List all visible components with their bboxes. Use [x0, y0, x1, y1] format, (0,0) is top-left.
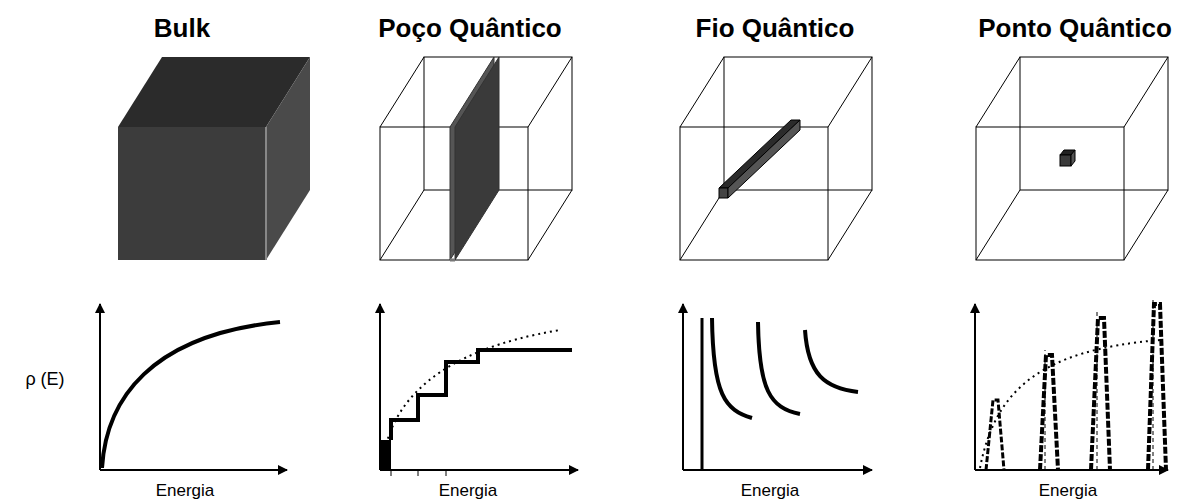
axis-label: Energia [156, 482, 215, 501]
axis-label: ρ (E) [25, 370, 64, 390]
dos-steps [381, 330, 572, 476]
axes [100, 304, 1168, 470]
panel-heading: Poço Quântico [378, 14, 561, 43]
axis-label: Energia [741, 482, 800, 501]
dos-peaks [702, 318, 858, 470]
dos-deltas [980, 300, 1166, 470]
quantum-dot-cube [976, 57, 1168, 260]
axis-label: Energia [439, 482, 498, 501]
dos-curve [102, 322, 280, 468]
axis-label: Energia [1039, 482, 1098, 501]
panel-heading: Bulk [154, 14, 210, 43]
panel-heading: Fio Quântico [696, 14, 855, 43]
bulk-cube [118, 57, 310, 260]
panel-heading: Ponto Quântico [978, 14, 1172, 43]
quantum-well-cube [380, 57, 572, 260]
quantum-wire-cube [680, 57, 872, 260]
